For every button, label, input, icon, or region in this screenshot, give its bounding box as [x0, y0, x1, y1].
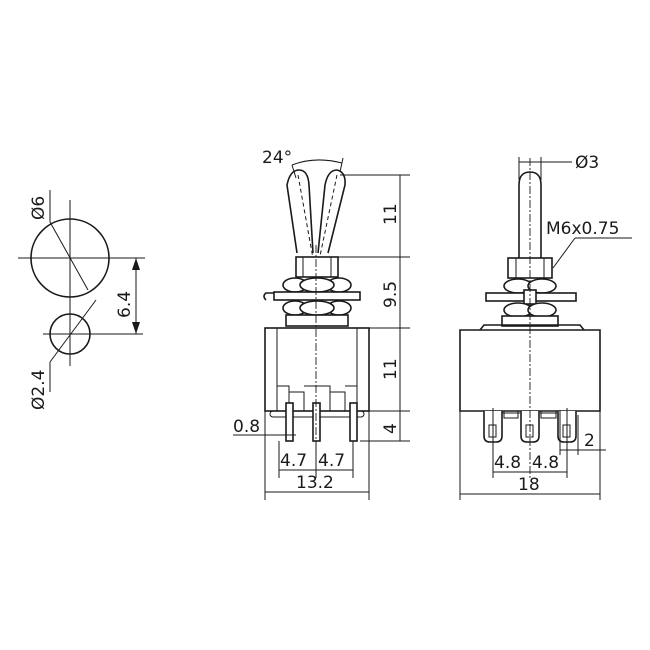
washer-lobe: [299, 300, 335, 316]
terminal-pin-right: [349, 402, 358, 442]
bushing-height-label: 9.5: [381, 281, 401, 308]
body-width-label: 18: [518, 475, 540, 495]
lock-washer: [273, 291, 361, 301]
arrow-down-icon: [132, 322, 140, 334]
terminal-thickness-label: 0.8: [233, 417, 260, 437]
terminal-pin-center: [312, 402, 321, 442]
washer-lobe: [299, 277, 335, 293]
side-view: 24° 11 9.: [233, 148, 410, 500]
thread-leader: [552, 237, 576, 269]
angle-arc: [291, 159, 343, 166]
angle-label: 24°: [262, 148, 292, 168]
large-hole-diameter-leader: [49, 221, 89, 291]
switch-body: [264, 327, 370, 412]
terminal-length-label: 4: [381, 423, 401, 434]
small-hole-diameter-leader: [49, 299, 97, 363]
angle-ext-right: [339, 157, 344, 173]
pitch-right-label: 4.7: [318, 451, 345, 471]
lever-height-label: 11: [381, 203, 401, 225]
hole-spacing-label: 6.4: [115, 291, 135, 318]
terminal-pin-left: [285, 402, 294, 442]
terminal-width-label: 2: [584, 431, 595, 451]
pitch-right-label: 4.8: [532, 453, 559, 473]
hex-nut: [295, 256, 339, 278]
thread-label: M6x0.75: [546, 219, 619, 239]
body-width-label: 13.2: [296, 473, 334, 493]
panel-cutout-view: Ø6 Ø2.4 6.4: [18, 190, 145, 410]
angle-ext-left: [291, 164, 297, 179]
pitch-left-label: 4.7: [280, 451, 307, 471]
pitch-left-label: 4.8: [494, 453, 521, 473]
bushing-base: [285, 314, 349, 327]
base-detail: [502, 411, 557, 419]
lever-left-position: [286, 169, 314, 254]
washer-lobe: [527, 302, 557, 318]
arrow-up-icon: [132, 258, 140, 270]
small-hole-label: Ø2.4: [29, 370, 49, 410]
large-hole-label: Ø6: [29, 196, 49, 220]
lock-washer-tab: [263, 292, 274, 301]
lever-diameter-label: Ø3: [575, 153, 599, 173]
body-height-label: 11: [381, 358, 401, 380]
front-view: Ø3 M6x0.75 2: [459, 153, 632, 500]
lever-right-position: [317, 169, 346, 254]
terminal-slot: [525, 424, 534, 438]
body-top-rim: [479, 324, 585, 331]
body-base-teeth: [277, 385, 357, 411]
